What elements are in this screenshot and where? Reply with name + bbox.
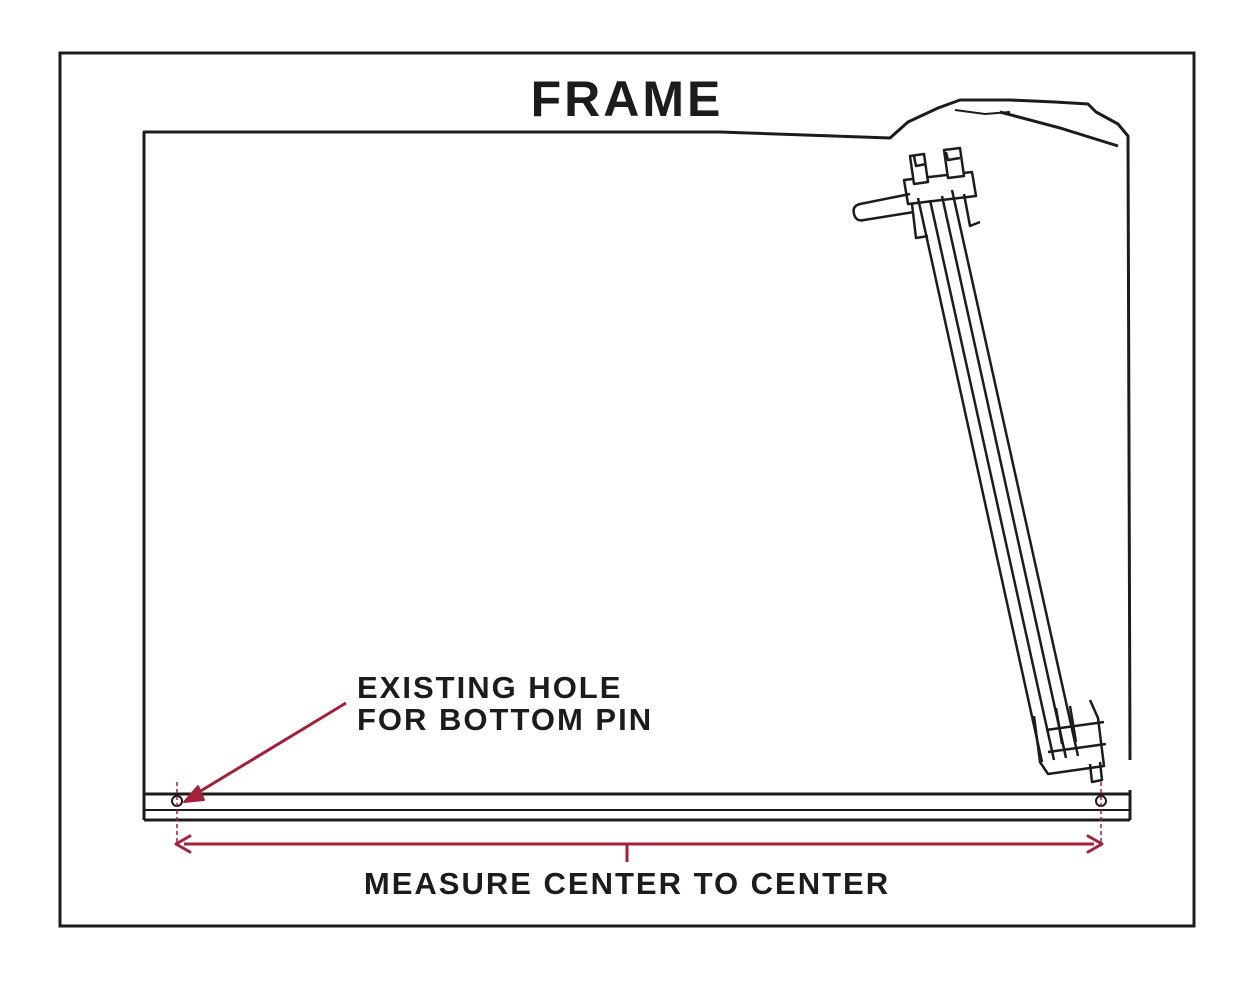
dimension-arrow-right — [1086, 834, 1104, 854]
dimension-arrow-left — [174, 834, 192, 854]
dimension-label: MEASURE CENTER TO CENTER — [363, 866, 891, 901]
callout-leader-line — [193, 701, 347, 797]
frame-title: FRAME — [530, 71, 724, 127]
outer-border — [58, 51, 1196, 928]
door-closer-arm — [852, 146, 1107, 784]
frame-cutaway-lip — [954, 109, 1011, 116]
frame-cutaway-edge — [999, 110, 1119, 148]
callout-arrowhead — [183, 785, 205, 803]
callout-line-2: FOR BOTTOM PIN — [357, 702, 654, 737]
callout-line-1: EXISTING HOLE — [357, 670, 623, 705]
existing-hole-callout: EXISTING HOLE FOR BOTTOM PIN — [357, 672, 653, 736]
